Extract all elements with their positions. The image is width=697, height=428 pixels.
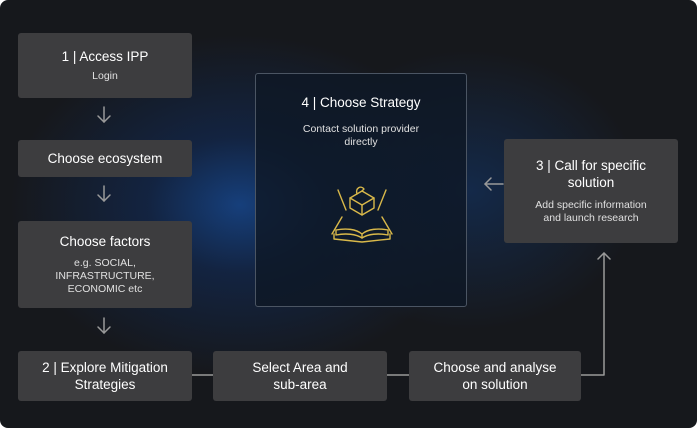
step-subtitle: e.g. SOCIAL, INFRASTRUCTURE, ECONOMIC et… (55, 257, 154, 296)
arrow-down-icon (97, 185, 111, 202)
step-title: 1 | Access IPP (61, 49, 149, 64)
step-choose-analyse: Choose and analyse on solution (409, 351, 581, 401)
step-subtitle: Add specific information and launch rese… (535, 199, 646, 225)
title-line: Choose and analyse (433, 360, 557, 375)
step-title: 2 | Explore Mitigation Strategies (42, 359, 168, 393)
step-title: Choose factors (59, 234, 151, 249)
arrow-down-icon (97, 317, 111, 334)
title-line: on solution (462, 377, 528, 392)
subtitle-line: and launch research (543, 212, 639, 224)
subtitle-line: directly (344, 136, 378, 148)
step-subtitle: Login (92, 70, 118, 82)
subtitle-line: e.g. SOCIAL, (74, 257, 136, 269)
title-line: Strategies (74, 377, 136, 392)
step-select-area: Select Area and sub-area (213, 351, 387, 401)
arrow-left-icon (484, 177, 504, 191)
step-choose-ecosystem: Choose ecosystem (18, 140, 192, 177)
subtitle-line: Add specific information (535, 199, 647, 211)
title-line: solution (567, 175, 615, 190)
open-book-puzzle-icon (331, 186, 393, 243)
title-line: sub-area (273, 377, 327, 392)
title-line: Select Area and (252, 360, 348, 375)
subtitle-line: Contact solution provider (302, 123, 420, 135)
step-subtitle: Contact solution provider directly (256, 123, 466, 149)
arrow-up-icon (580, 252, 611, 376)
arrow-down-icon (97, 106, 111, 123)
step-title: Choose and analyse on solution (433, 359, 556, 393)
title-line: 2 | Explore Mitigation (42, 360, 168, 375)
title-line: 3 | Call for specific (535, 158, 647, 173)
step-choose-factors: Choose factors e.g. SOCIAL, INFRASTRUCTU… (18, 221, 192, 308)
step-title: 3 | Call for specific solution (536, 157, 646, 191)
subtitle-line: ECONOMIC etc (67, 283, 143, 295)
step-title: Select Area and sub-area (252, 359, 347, 393)
step-title: 4 | Choose Strategy (301, 95, 421, 110)
step-access-ipp: 1 | Access IPP Login (18, 33, 192, 98)
step-choose-strategy: 4 | Choose Strategy Contact solution pro… (255, 73, 467, 307)
step-explore-mitigation: 2 | Explore Mitigation Strategies (18, 351, 192, 401)
subtitle-line: INFRASTRUCTURE, (55, 270, 155, 282)
step-call-specific-solution: 3 | Call for specific solution Add speci… (504, 139, 678, 243)
step-title: Choose ecosystem (47, 151, 163, 166)
